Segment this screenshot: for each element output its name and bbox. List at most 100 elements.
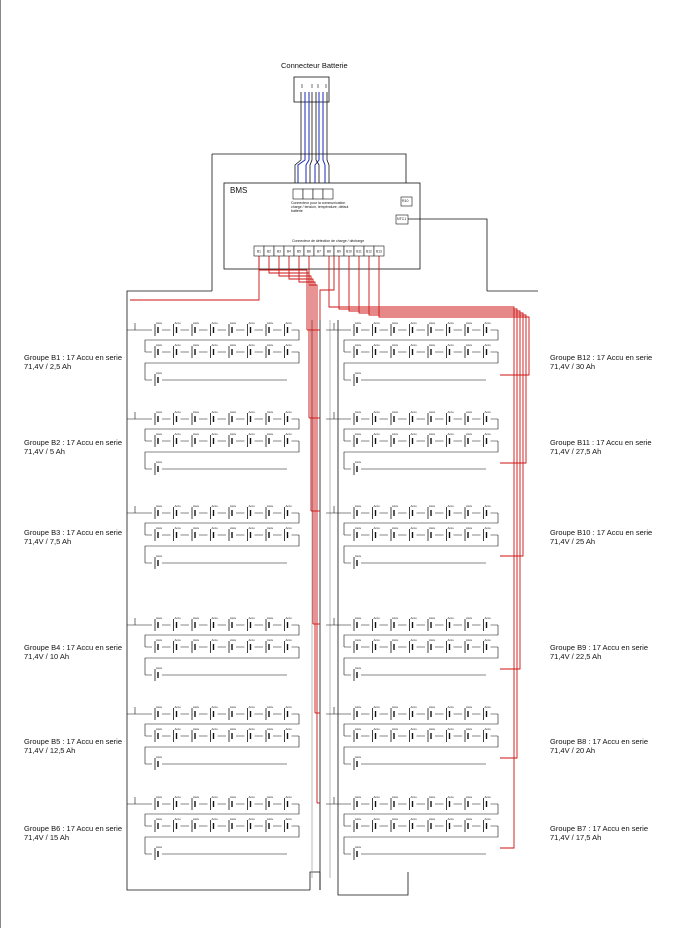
battery-cell: Accu	[281, 526, 293, 541]
svg-text:Accu: Accu	[355, 410, 362, 414]
bms-pin: B3	[273, 245, 285, 257]
battery-cell: Accu	[226, 526, 237, 541]
svg-text:Accu: Accu	[193, 616, 200, 620]
battery-cell: Accu	[263, 526, 274, 541]
bms-comm-label: Connecteur pour la communication	[291, 201, 346, 205]
battery-cell: Accu	[189, 321, 200, 336]
battery-cell: Accu	[388, 638, 399, 653]
svg-text:Accu: Accu	[193, 705, 200, 709]
svg-text:B5: B5	[297, 250, 301, 254]
battery-cell: Accu	[406, 526, 417, 541]
svg-text:Accu: Accu	[466, 410, 473, 414]
svg-text:Accu: Accu	[485, 705, 492, 709]
bms-pin: B10	[343, 245, 355, 257]
svg-text:Accu: Accu	[429, 638, 436, 642]
svg-text:Accu: Accu	[193, 638, 200, 642]
svg-text:Accu: Accu	[212, 526, 219, 530]
svg-text:Accu: Accu	[156, 371, 163, 375]
svg-text:Accu: Accu	[355, 343, 362, 347]
battery-cell: Accu	[244, 432, 255, 447]
svg-text:B11: B11	[356, 250, 362, 254]
svg-text:Accu: Accu	[175, 638, 182, 642]
battery-cell: Accu	[480, 616, 491, 631]
battery-cell: Accu	[189, 526, 200, 541]
svg-text:Accu: Accu	[193, 410, 200, 414]
battery-cell: Accu	[388, 817, 399, 832]
battery-cell: Accu	[281, 504, 292, 519]
svg-text:Accu: Accu	[411, 504, 418, 508]
svg-text:Accu: Accu	[175, 705, 182, 709]
battery-cell: Accu	[263, 504, 274, 519]
battery-cell: Accu	[425, 321, 436, 336]
battery-cell: Accu	[244, 321, 255, 336]
battery-cell: Accu	[425, 410, 436, 425]
battery-cell: Accu	[207, 817, 219, 832]
svg-text:Accu: Accu	[355, 727, 362, 731]
balance-wire	[348, 256, 521, 670]
svg-text:Accu: Accu	[411, 432, 418, 436]
battery-cell: Accu	[443, 705, 454, 720]
svg-text:Accu: Accu	[212, 817, 219, 821]
svg-text:Accu: Accu	[286, 817, 293, 821]
svg-text:Accu: Accu	[156, 817, 163, 821]
group-spec: 71,4V / 15 Ah	[24, 833, 70, 842]
battery-cell: Accu	[425, 432, 436, 447]
svg-text:Accu: Accu	[429, 616, 436, 620]
battery-cell: Accu	[226, 410, 237, 425]
battery-cell: Accu	[462, 410, 473, 425]
svg-text:Accu: Accu	[193, 526, 200, 530]
battery-cell: Accu	[351, 705, 362, 720]
balance-wire	[378, 256, 530, 376]
svg-text:Accu: Accu	[249, 727, 256, 731]
battery-cell: Accu	[170, 705, 182, 720]
battery-cell: Accu	[244, 504, 255, 519]
svg-text:Accu: Accu	[193, 817, 200, 821]
svg-text:Accu: Accu	[374, 504, 381, 508]
bms-box-mid: NTC1	[397, 217, 407, 221]
svg-text:Accu: Accu	[156, 526, 163, 530]
bms-pin: B8	[323, 245, 335, 257]
battery-cell: Accu	[369, 616, 380, 631]
svg-text:Accu: Accu	[429, 526, 436, 530]
svg-text:Accu: Accu	[212, 321, 219, 325]
svg-text:Accu: Accu	[193, 504, 200, 508]
group-spec: 71,4V / 30 Ah	[550, 362, 596, 371]
svg-text:Accu: Accu	[286, 410, 293, 414]
battery-cell: Accu	[189, 432, 200, 447]
battery-cell: Accu	[369, 343, 380, 358]
svg-text:Accu: Accu	[230, 705, 237, 709]
svg-text:Accu: Accu	[286, 526, 293, 530]
battery-cell: Accu	[152, 504, 163, 519]
group-desc: : 17 Accu en serie	[590, 353, 653, 362]
battery-cell: Accu	[226, 817, 237, 832]
bms-comm-label-3: batterie	[291, 209, 303, 213]
svg-text:Accu: Accu	[193, 432, 200, 436]
battery-cell: Accu	[388, 410, 399, 425]
battery-cell: Accu	[263, 727, 274, 742]
svg-text:Accu: Accu	[267, 727, 274, 731]
battery-cell: Accu	[369, 795, 380, 810]
svg-text:Accu: Accu	[230, 432, 237, 436]
battery-cell: Accu	[281, 705, 292, 720]
svg-text:Accu: Accu	[212, 638, 219, 642]
svg-text:Accu: Accu	[175, 526, 182, 530]
battery-cell: Accu	[369, 526, 380, 541]
battery-cell: Accu	[351, 755, 362, 770]
svg-text:Accu: Accu	[411, 410, 418, 414]
svg-text:Accu: Accu	[212, 343, 219, 347]
battery-cell: Accu	[462, 727, 473, 742]
battery-cell: Accu	[443, 504, 454, 519]
battery-cell: Accu	[281, 410, 293, 425]
svg-text:Accu: Accu	[156, 321, 163, 325]
group-spec: 71,4V / 10 Ah	[24, 652, 70, 661]
battery-connector	[293, 76, 330, 103]
balance-wire	[338, 256, 518, 759]
svg-text:Accu: Accu	[156, 795, 163, 799]
svg-text:Accu: Accu	[267, 616, 274, 620]
